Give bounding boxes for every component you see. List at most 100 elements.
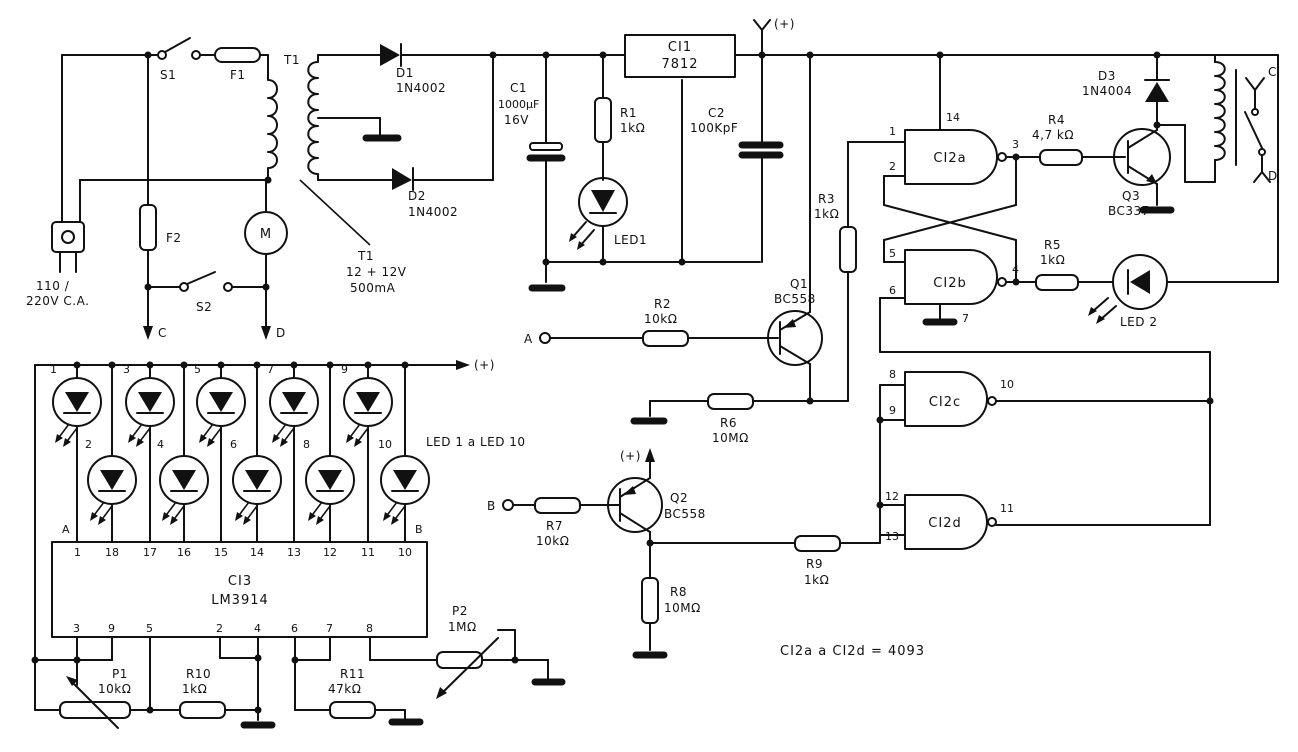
r7-value: 10kΩ	[536, 534, 569, 548]
ci3-pin-label: 18	[105, 546, 119, 559]
diode-d1	[380, 44, 400, 66]
resistor-r7	[534, 497, 581, 514]
mains-section: 110 / 220V C.A. S1 F1 T1 F2 C S2	[26, 37, 299, 340]
bargraph-led: 8	[303, 438, 355, 525]
c2-label: C2	[708, 106, 725, 120]
p1-value: 10kΩ	[98, 682, 131, 696]
gate-note: CI2a a CI2d = 4093	[780, 644, 925, 659]
r9-label: R9	[806, 557, 823, 571]
ci3-pin-label: 13	[287, 546, 301, 559]
led2-label: LED 2	[1120, 315, 1157, 329]
q2-vplus: (+)	[620, 449, 641, 463]
vplus-label: (+)	[774, 17, 795, 31]
t1-primary-coil	[267, 54, 278, 181]
r5-label: R5	[1044, 238, 1061, 252]
pin-13: 13	[885, 530, 899, 543]
ci3-pin-label: 9	[108, 622, 115, 635]
ci3-pin-label: 2	[216, 622, 223, 635]
q2-type: BC558	[664, 507, 706, 521]
resistor-r5	[1035, 274, 1079, 291]
r1-value: 1kΩ	[620, 121, 645, 135]
s1-switch	[157, 50, 167, 60]
pin-3: 3	[1012, 138, 1019, 151]
out-d-label: D	[276, 326, 286, 340]
pin-11: 11	[1000, 502, 1014, 515]
bargraph-led: 1	[50, 363, 102, 447]
s1-label: S1	[160, 68, 176, 82]
r4-value: 4,7 kΩ	[1032, 128, 1074, 142]
mains-label-1: 110 /	[36, 279, 70, 293]
led-number: 2	[85, 438, 92, 451]
d3-label: D3	[1098, 69, 1116, 83]
d1-type: 1N4002	[396, 81, 446, 95]
r3-value: 1kΩ	[814, 207, 839, 221]
bargraph-led: 6	[230, 438, 282, 525]
d2-label: D2	[408, 189, 426, 203]
d3-type: 1N4004	[1082, 84, 1132, 98]
c1-label: C1	[510, 81, 527, 95]
ci3-pin-label: 12	[323, 546, 337, 559]
resistor-r11	[329, 701, 376, 719]
p1-label: P1	[112, 667, 128, 681]
ci3-pin-label: 5	[146, 622, 153, 635]
ci3-pin-label: 3	[73, 622, 80, 635]
bargraph-vplus: (+)	[474, 358, 495, 372]
ci2c-label: CI2c	[929, 395, 961, 410]
led-number: 6	[230, 438, 237, 451]
pin-7: 7	[962, 312, 969, 325]
ci3-type: LM3914	[211, 593, 269, 608]
ci1-label: CI1	[668, 40, 692, 55]
ci3-pin-label: 4	[254, 622, 261, 635]
ci3-pin-label: 1	[74, 546, 81, 559]
bargraph-led: 5	[194, 363, 246, 447]
bargraph-led: 3	[123, 363, 175, 447]
ci3-pin-label: 14	[250, 546, 264, 559]
fuse-f2	[139, 204, 157, 251]
ci3-pin-label: 17	[143, 546, 157, 559]
bargraph-led: 7	[267, 363, 319, 447]
ci3-pin-label: 11	[361, 546, 375, 559]
led-number: 4	[157, 438, 164, 451]
r9-value: 1kΩ	[804, 573, 829, 587]
gate-ci2a	[904, 129, 998, 185]
q3-label: Q3	[1122, 189, 1140, 203]
ci3-pin-label: 8	[366, 622, 373, 635]
transistor-q3	[1113, 128, 1171, 186]
r10-value: 1kΩ	[182, 682, 207, 696]
input-a-label: A	[524, 332, 533, 346]
r4-label: R4	[1048, 113, 1065, 127]
ci2a-label: CI2a	[933, 151, 966, 166]
gate-ci2b	[904, 249, 998, 305]
diode-d3	[1145, 82, 1169, 102]
led-number: 8	[303, 438, 310, 451]
led-number: 3	[123, 363, 130, 376]
led-number: 7	[267, 363, 274, 376]
motor-label: M	[260, 227, 272, 242]
t1-rating-1: 12 + 12V	[346, 265, 407, 279]
resistor-r4	[1039, 149, 1083, 166]
input-b-terminal	[502, 499, 514, 511]
pin-4: 4	[1012, 263, 1019, 276]
ci3-pin-label: 15	[214, 546, 228, 559]
t1-secondary-coil	[307, 54, 319, 181]
led-range-label: LED 1 a LED 10	[426, 435, 526, 449]
d2-type: 1N4002	[408, 205, 458, 219]
rectifier-section: T1 12 + 12V 500mA D1 1N4002 D2 1N4002 C1…	[299, 17, 1216, 295]
pin-8: 8	[889, 368, 896, 381]
pin-6: 6	[889, 284, 896, 297]
mains-plug	[51, 221, 85, 253]
c1-value-1: 1000µF	[498, 98, 539, 111]
logic-section: CI2a 1 2 3 14 CI2b 5 6 4 7	[780, 51, 1214, 659]
r8-label: R8	[670, 585, 687, 599]
pin-9: 9	[889, 404, 896, 417]
diode-d2	[392, 168, 412, 190]
pin-14: 14	[946, 111, 960, 124]
resistor-r9	[794, 535, 841, 552]
p2-label: P2	[452, 604, 468, 618]
relay-d-label: D	[1268, 169, 1278, 183]
r2-label: R2	[654, 297, 671, 311]
q1-label: Q1	[790, 277, 808, 291]
